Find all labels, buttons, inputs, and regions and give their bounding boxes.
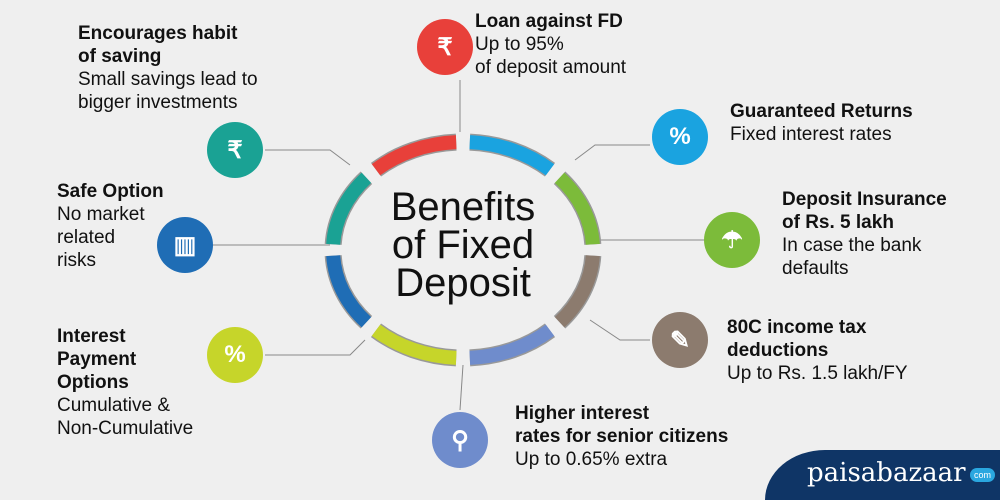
umbrella-coins-icon: ☂ — [704, 212, 760, 268]
percent-hand-icon: % — [652, 109, 708, 165]
connector-line — [459, 364, 464, 411]
benefit-heading: Safe Option — [57, 181, 164, 202]
benefit-heading: of saving — [78, 46, 162, 67]
benefit-text: risks — [57, 250, 97, 271]
benefit-heading: 80C income tax — [727, 317, 867, 338]
ring-segment — [326, 254, 372, 328]
brand-suffix: com — [970, 468, 996, 482]
benefit-heading: deductions — [727, 340, 829, 361]
tax-document-icon: ✎ — [652, 312, 708, 368]
paisabazaar-logo: paisabazaar com — [765, 450, 1000, 500]
benefit-text: bigger investments — [78, 92, 238, 113]
benefit-text: In case the bank — [782, 235, 922, 256]
benefit-heading: of Rs. 5 lakh — [782, 212, 894, 233]
benefit-heading: rates for senior citizens — [515, 426, 729, 447]
connector-line — [265, 149, 351, 166]
benefit-text: defaults — [782, 258, 849, 279]
benefit-text: Up to 0.65% extra — [515, 449, 668, 470]
rupee-bag-icon: ₹ — [417, 19, 473, 75]
ring-segment — [371, 135, 457, 176]
benefit-heading: Guaranteed Returns — [730, 101, 913, 122]
brand-name: paisabazaar — [807, 458, 966, 488]
benefit-text: Cumulative & — [57, 395, 170, 416]
benefit-heading: Higher interest — [515, 403, 650, 424]
diagram-title: Benefits of Fixed Deposit — [353, 185, 573, 305]
percent-icon: % — [207, 327, 263, 383]
title-line: Deposit — [395, 261, 531, 305]
ring-segment — [469, 135, 555, 176]
senior-citizen-icon: ⚲ — [432, 412, 488, 468]
ring-segment — [469, 324, 555, 365]
title-line: of Fixed — [391, 223, 535, 267]
connector-line — [265, 339, 366, 356]
benefit-heading: Encourages habit — [78, 23, 238, 44]
ring-segment — [554, 172, 600, 246]
benefit-text: Up to Rs. 1.5 lakh/FY — [727, 363, 908, 384]
connector-line — [589, 319, 650, 341]
benefit-text: Up to 95% — [475, 34, 564, 55]
bar-chart-icon: ▥ — [157, 217, 213, 273]
benefit-text: Fixed interest rates — [730, 124, 892, 145]
benefit-text: Small savings lead to — [78, 69, 258, 90]
benefit-heading: Interest — [57, 326, 126, 347]
piggy-bank-icon: ₹ — [207, 122, 263, 178]
connector-line — [574, 144, 650, 161]
benefit-text: No market — [57, 204, 145, 225]
benefit-heading: Loan against FD — [475, 11, 623, 32]
ring-segment — [371, 324, 457, 365]
ring-segment — [326, 172, 372, 246]
ring-segment — [554, 254, 600, 328]
benefit-text: of deposit amount — [475, 57, 627, 78]
benefit-heading: Options — [57, 372, 129, 393]
benefit-heading: Deposit Insurance — [782, 189, 947, 210]
benefit-heading: Payment — [57, 349, 137, 370]
title-line: Benefits — [390, 185, 536, 229]
benefit-text: related — [57, 227, 116, 248]
benefit-text: Non-Cumulative — [57, 418, 194, 439]
